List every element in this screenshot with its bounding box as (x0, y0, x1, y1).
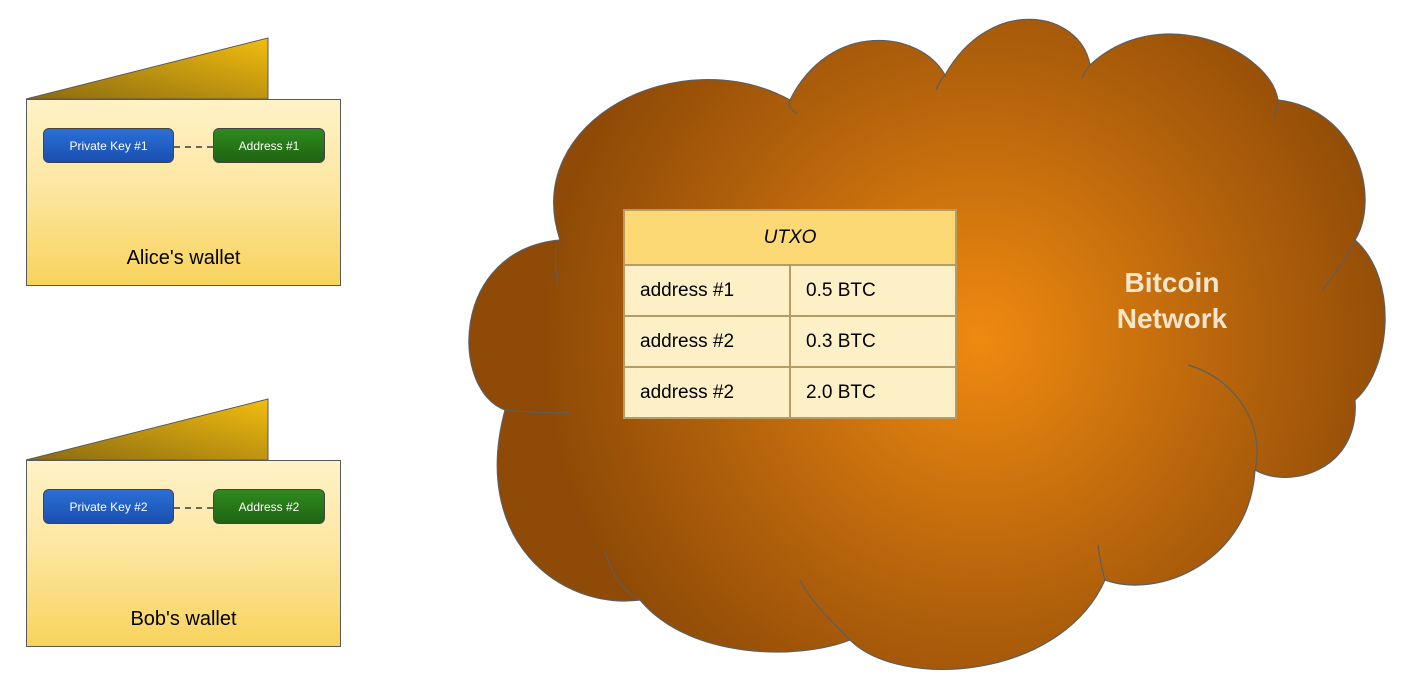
key-address-link (174, 507, 213, 509)
wallet-body: Private Key #2 Address #2 Bob's wallet (26, 460, 341, 647)
network-label-line1: Bitcoin (1124, 267, 1220, 298)
table-row: address #2 0.3 BTC (623, 315, 957, 368)
utxo-address-cell: address #2 (623, 366, 791, 419)
wallet-flap-icon (25, 37, 269, 100)
utxo-table-header: UTXO (623, 209, 957, 266)
key-address-link (174, 146, 213, 148)
private-key-box: Private Key #1 (43, 128, 174, 163)
wallet-owner-label: Bob's wallet (130, 608, 237, 630)
alice-wallet: Private Key #1 Address #1 Alice's wallet (0, 37, 360, 307)
wallet-owner-label: Alice's wallet (126, 247, 241, 269)
wallet-body: Private Key #1 Address #1 Alice's wallet (26, 99, 341, 286)
utxo-amount-cell: 0.3 BTC (789, 315, 957, 368)
utxo-amount-cell: 2.0 BTC (789, 366, 957, 419)
private-key-box: Private Key #2 (43, 489, 174, 524)
utxo-amount-cell: 0.5 BTC (789, 264, 957, 317)
wallet-flap-icon (25, 398, 269, 461)
table-row: address #2 2.0 BTC (623, 366, 957, 419)
bob-wallet: Private Key #2 Address #2 Bob's wallet (0, 398, 360, 668)
network-label-line2: Network (1116, 303, 1228, 334)
utxo-address-cell: address #1 (623, 264, 791, 317)
utxo-table: UTXO address #1 0.5 BTC address #2 0.3 B… (623, 209, 957, 419)
bitcoin-network-label: Bitcoin Network (1082, 265, 1262, 337)
utxo-address-cell: address #2 (623, 315, 791, 368)
table-row: address #1 0.5 BTC (623, 264, 957, 317)
address-box: Address #1 (213, 128, 325, 163)
address-box: Address #2 (213, 489, 325, 524)
